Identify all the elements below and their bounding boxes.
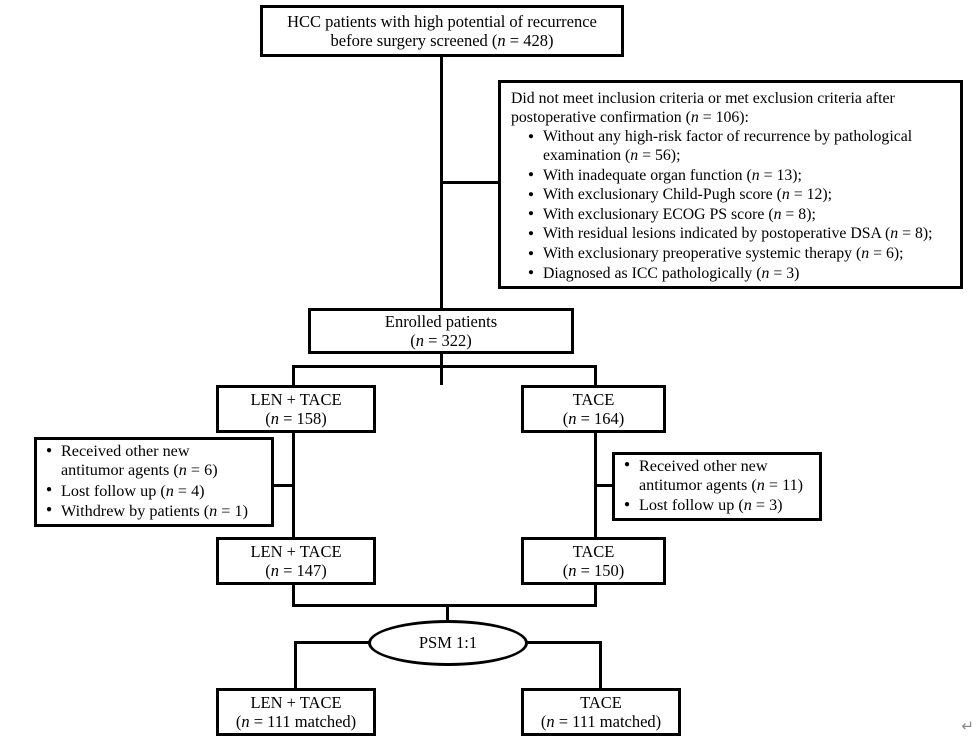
list-item: Withdrew by patients (n = 1): [46, 501, 248, 521]
node-screened-line1: HCC patients with high potential of recu…: [287, 11, 597, 31]
list-item: Lost follow up (n = 4): [46, 481, 248, 501]
connector-merge-to-psm: [446, 604, 449, 626]
list-item: With inadequate organ function (n = 13);: [528, 166, 933, 186]
connector-psm-left: [294, 641, 374, 644]
node-excluded-criteria: Did not meet inclusion criteria or met e…: [498, 80, 963, 289]
connector-tace150-down: [594, 585, 597, 607]
connector-split-to-len158: [292, 365, 295, 385]
node-len147-line1: LEN + TACE: [250, 541, 342, 561]
list-item: Lost follow up (n = 3): [624, 496, 803, 515]
connector-psm-right-down: [599, 641, 602, 688]
node-enrolled-patients: Enrolled patients (n = 322): [308, 308, 574, 354]
connector-split-to-tace164: [594, 365, 597, 385]
list-item: Diagnosed as ICC pathologically (n = 3): [528, 264, 933, 284]
node-len158-line1: LEN + TACE: [250, 389, 342, 409]
node-screened-patients: HCC patients with high potential of recu…: [260, 5, 624, 57]
list-item: With residual lesions indicated by posto…: [528, 225, 933, 244]
paragraph-return-icon: ↵: [961, 717, 974, 735]
excluded-criteria-list: Without any high-risk factor of recurren…: [528, 128, 933, 284]
node-len147-line2: (n = 147): [265, 561, 327, 580]
list-item: With exclusionary preoperative systemic …: [528, 245, 933, 264]
node-arm-tace-150: TACE (n = 150): [521, 537, 666, 585]
node-matched-tace-line1: TACE: [580, 692, 622, 712]
node-matched-len-line2: (n = 111 matched): [235, 712, 357, 731]
connector-left-dropout-stub: [274, 484, 295, 487]
node-arm-len-tace-158: LEN + TACE (n = 158): [216, 385, 376, 433]
connector-psm-right: [522, 641, 602, 644]
node-arm-len-tace-147: LEN + TACE (n = 147): [216, 537, 376, 585]
connector-len147-down: [292, 585, 295, 607]
list-item: Without any high-risk factor of recurren…: [528, 128, 933, 165]
node-enrolled-line1: Enrolled patients: [384, 311, 498, 331]
node-tace150-line2: (n = 150): [562, 561, 625, 580]
connector-spine-to-excluded: [440, 181, 498, 184]
list-item: With exclusionary Child-Pugh score (n = …: [528, 186, 933, 205]
connector-merge-bar: [292, 604, 597, 607]
node-matched-tace: TACE (n = 111 matched): [521, 688, 681, 736]
connector-right-dropout-stub: [594, 484, 615, 487]
node-tace150-line1: TACE: [572, 541, 615, 561]
node-matched-tace-line2: (n = 111 matched): [540, 712, 662, 731]
node-excluded-heading: Did not meet inclusion criteria or met e…: [511, 90, 895, 126]
node-len158-line2: (n = 158): [265, 409, 327, 428]
list-item: With exclusionary ECOG PS score (n = 8);: [528, 205, 933, 225]
node-matched-len-tace: LEN + TACE (n = 111 matched): [216, 688, 376, 736]
node-arm-tace-164: TACE (n = 164): [521, 385, 666, 433]
node-matched-len-line1: LEN + TACE: [250, 692, 342, 712]
node-psm-matching: PSM 1:1: [368, 620, 528, 666]
node-psm-label: PSM 1:1: [418, 633, 478, 652]
node-screened-line2: before surgery screened (n = 428): [330, 31, 554, 50]
node-tace164-line1: TACE: [572, 389, 615, 409]
connector-arm-split-bar: [292, 365, 597, 368]
connector-enrolled-down: [440, 354, 443, 385]
node-tace164-line2: (n = 164): [562, 409, 625, 428]
node-enrolled-line2: (n = 322): [410, 331, 472, 350]
connector-psm-left-down: [294, 641, 297, 688]
